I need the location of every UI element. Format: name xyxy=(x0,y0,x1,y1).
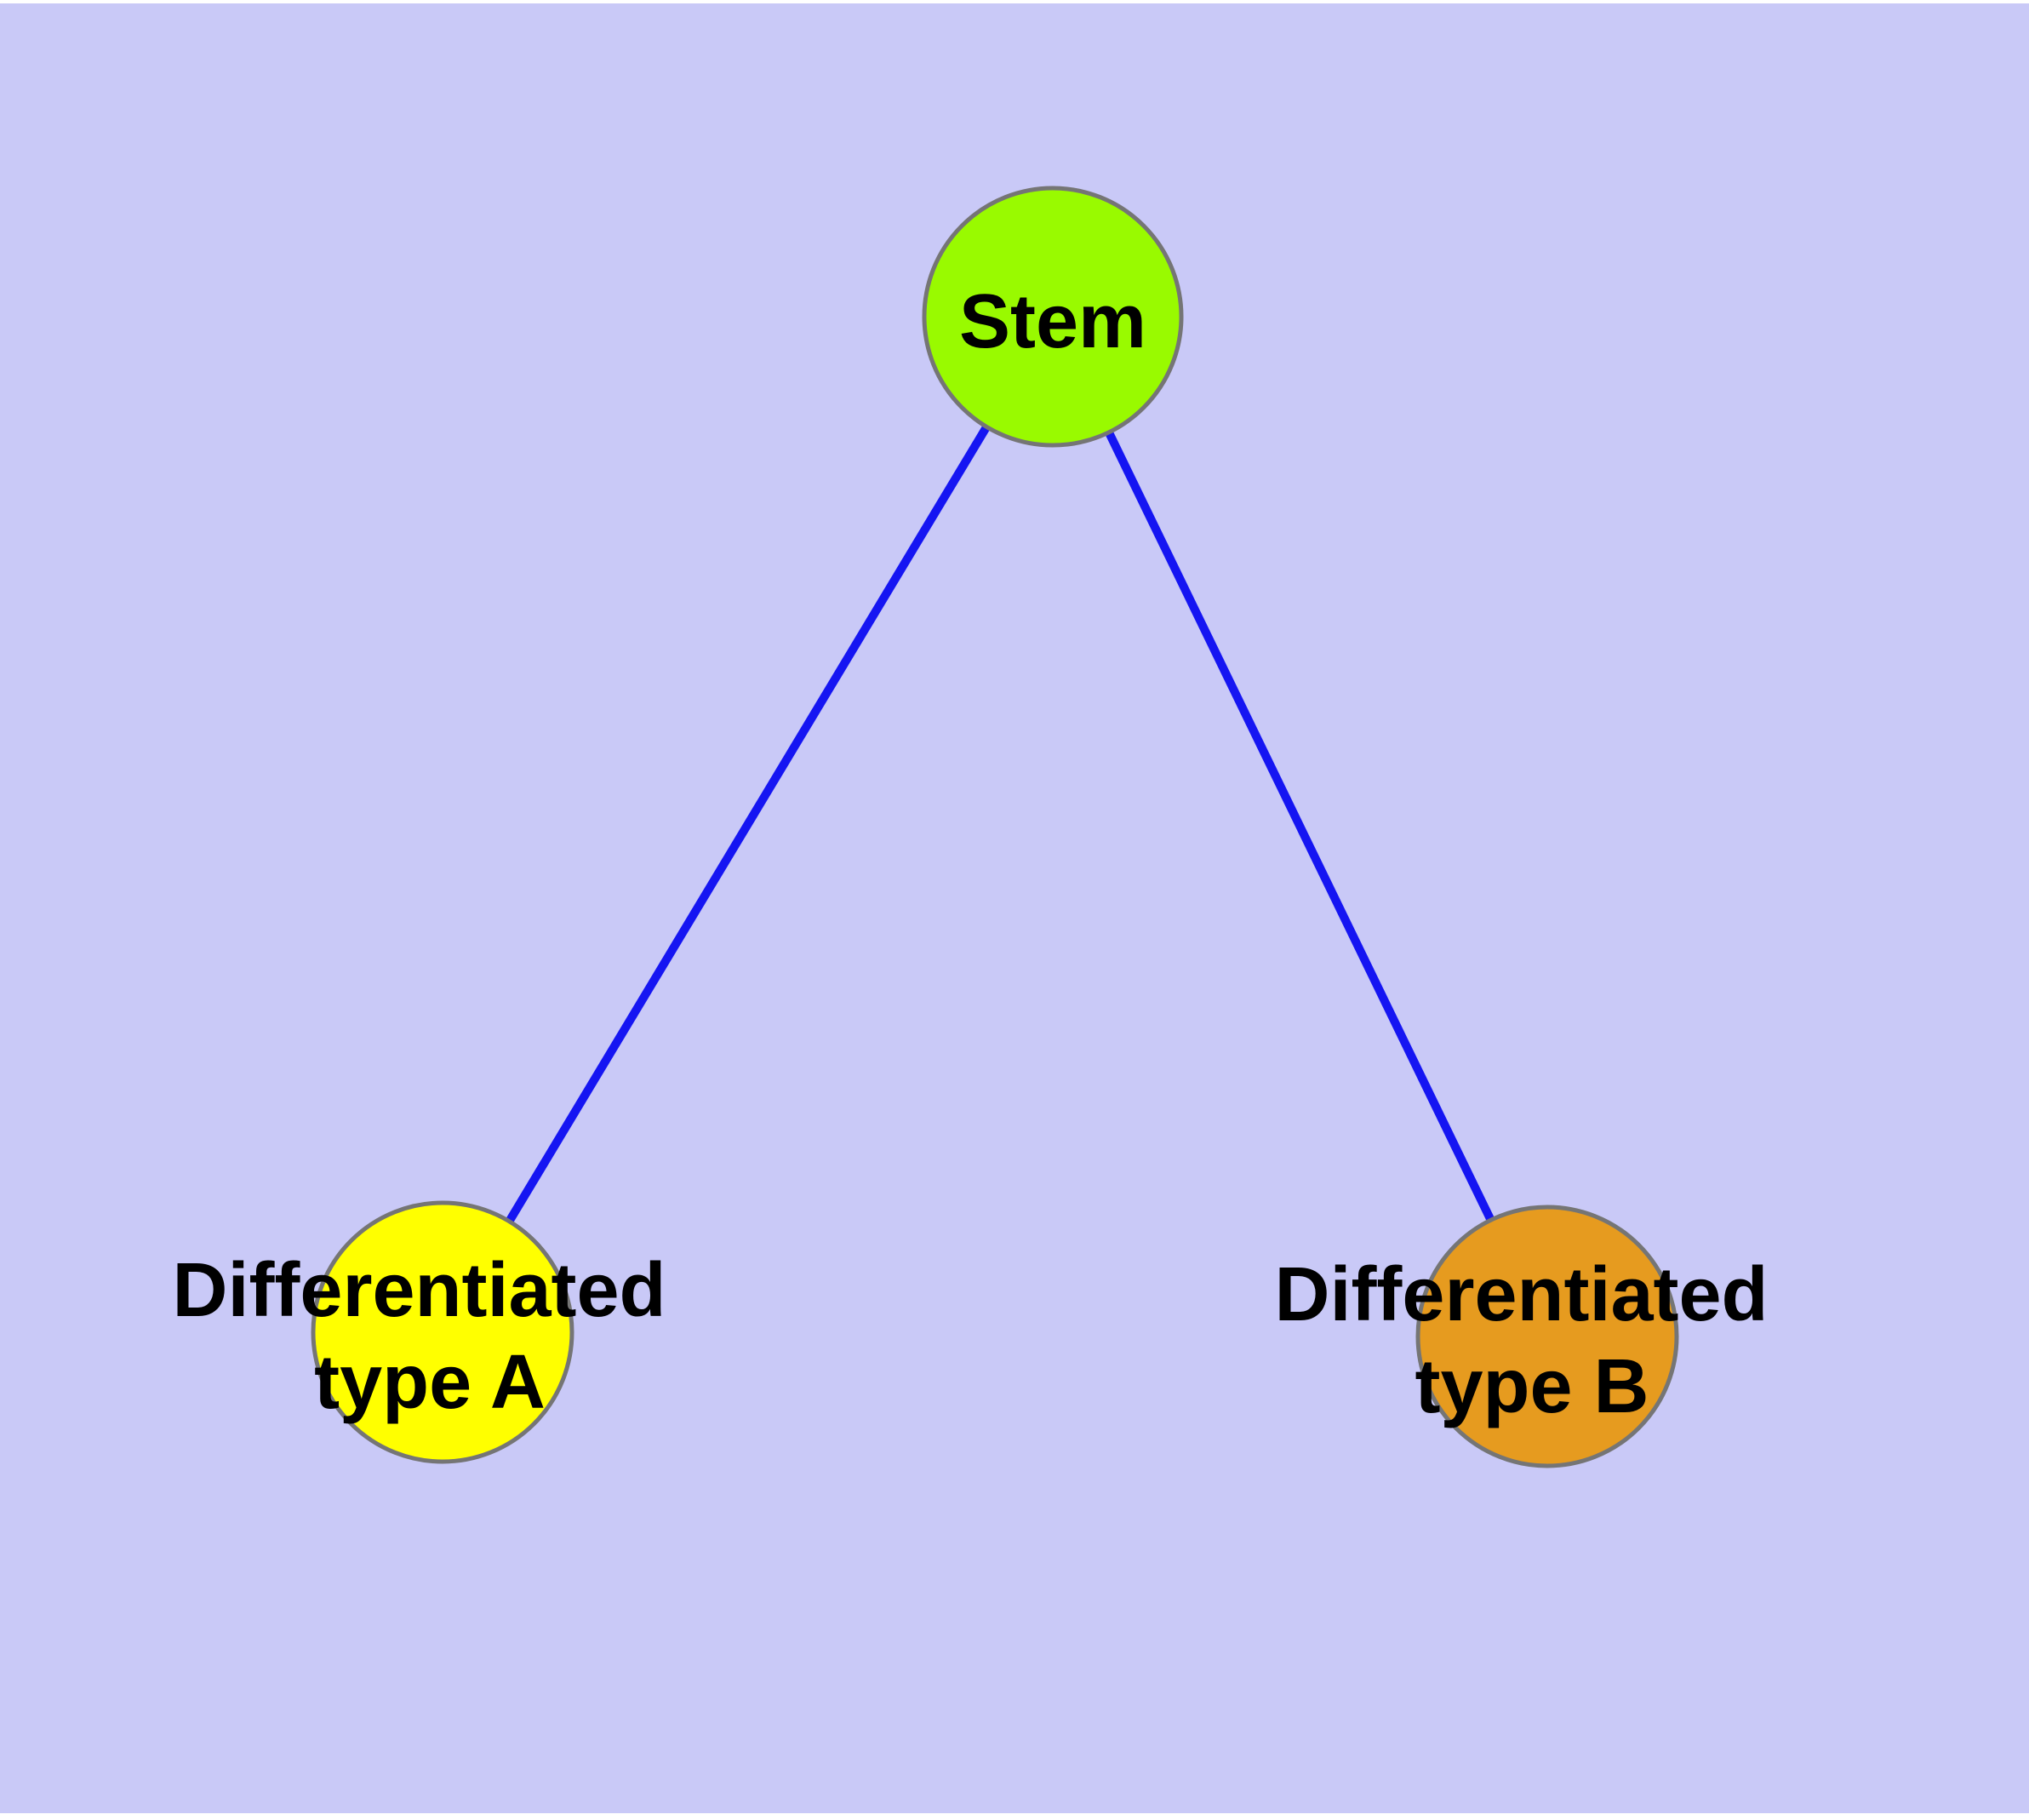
node-differentiated-type-a-label-line1: Differentiated xyxy=(172,1248,666,1333)
edge-stem-to-type-b xyxy=(1049,314,1552,1339)
node-stem-label: Stem xyxy=(959,279,1146,364)
node-differentiated-type-b-label-line1: Differentiated xyxy=(1274,1252,1768,1337)
node-differentiated-type-b-circle xyxy=(1415,1205,1679,1468)
edge-stem-to-type-a xyxy=(438,314,1057,1335)
node-stem-circle xyxy=(922,186,1184,448)
node-differentiated-type-a-label-line2: type A xyxy=(314,1340,546,1425)
node-differentiated-type-a-circle xyxy=(311,1200,574,1464)
node-differentiated-type-b-label-line2: type B xyxy=(1415,1344,1649,1429)
node-differentiated-type-a-label: Differentiated type A xyxy=(172,1248,687,1425)
node-differentiated-type-b-label: Differentiated type B xyxy=(1274,1252,1789,1429)
